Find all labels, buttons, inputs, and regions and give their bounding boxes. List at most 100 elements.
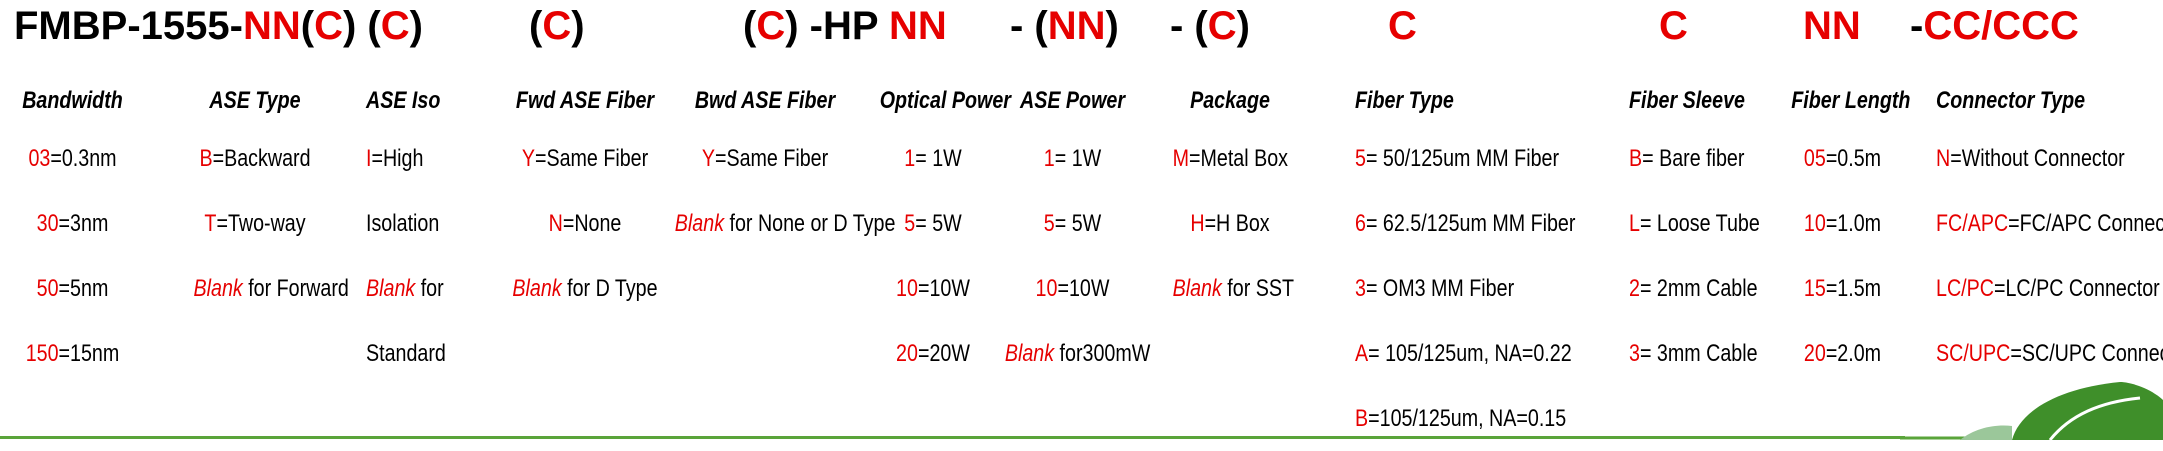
option-description: = 2mm Cable [1639,275,1758,302]
column-header: Fwd ASE Fiber [515,87,655,114]
option-item: FC/APC=FC/APC Connector [1936,191,2163,256]
option-description: = 3mm Cable [1639,340,1758,367]
leaf-logo-icon [1900,382,2163,440]
option-description: =Same Fiber [714,145,829,172]
option-code: 2 [1629,275,1640,302]
option-description: = 5W [915,210,962,237]
option-item: 1= 1W [1005,126,1140,191]
title-part: ) ( [342,4,381,48]
option-description: =10W [917,275,970,302]
title-part: - ( [1170,4,1208,48]
column-header: ASE Type [209,87,301,114]
option-item: T=Two-way [194,191,317,256]
option-code: L [1629,210,1640,237]
option-description: =FC/APC Connector [2008,210,2163,237]
option-item: 10=10W [1005,256,1140,321]
option-item: Blank for [366,256,473,321]
option-description: =0.5m [1825,145,1882,172]
option-item: Y=Same Fiber [675,126,855,191]
option-item: 150=15nm [21,321,124,386]
option-item: Blank for SST [1173,256,1294,321]
option-description: for SST [1221,275,1295,302]
option-code: 30 [36,210,59,237]
option-code: H [1190,210,1205,237]
title-part: ) -HP [785,4,889,48]
option-item: B= Bare fiber [1629,126,1760,191]
option-code: Blank [512,275,562,302]
option-description: = 105/125um, NA=0.22 [1368,340,1572,367]
option-item: 5= 5W [880,191,987,256]
option-description: Isolation [366,210,440,237]
option-description: for [415,275,444,302]
option-description: =0.3nm [50,145,117,172]
option-description: =105/125um, NA=0.15 [1368,405,1567,432]
option-code: 10 [1035,275,1058,302]
option-item: N=None [507,191,663,256]
column-header: Fiber Sleeve [1629,87,1745,114]
option-code: T [204,210,217,237]
column-header: ASE Power [1019,87,1125,114]
option-item: B=105/125um, NA=0.15 [1355,386,1568,451]
option-description: Standard [366,340,446,367]
title-group-3: (C) -HP NN [743,2,947,50]
option-code: 05 [1803,145,1826,172]
title-group-6: C [1388,2,1417,50]
option-item: 5= 5W [1005,191,1140,256]
option-description: = 62.5/125um MM Fiber [1365,210,1576,237]
option-code: Blank [674,210,725,237]
option-item: 50=5nm [21,256,124,321]
option-description: =None [562,210,622,237]
title-part: C [1388,4,1417,48]
option-code: M [1172,145,1189,172]
column-header: Connector Type [1936,87,2086,114]
title-part: C [756,4,786,48]
option-item: 1= 1W [880,126,987,191]
option-item: 20=20W [880,321,987,386]
option-code: 20 [1803,340,1826,367]
title-part: ( [743,4,757,48]
option-code: Blank [193,275,243,302]
title-part: ) [1236,4,1250,48]
option-description: = Loose Tube [1639,210,1760,237]
title-part: FMBP-1555- [14,4,243,48]
option-item: LC/PC=LC/PC Connector [1936,256,2160,321]
option-code: 10 [1803,210,1826,237]
option-description: = 50/125um MM Fiber [1365,145,1560,172]
title-part: - [1910,4,1924,48]
column-header: Bandwidth [22,87,123,114]
title-group-4: - (NN) [1010,2,1119,50]
option-description: =Without Connector [1950,145,2125,172]
column-header: Package [1190,87,1270,114]
title-group-1: FMBP-1555-NN(C) (C) [14,2,423,50]
option-description: for300mW [1054,340,1151,367]
option-item: 03=0.3nm [21,126,124,191]
option-description: = OM3 MM Fiber [1365,275,1515,302]
option-description: =SC/UPC Connector [2010,340,2163,367]
option-item: N=Without Connector [1936,126,2125,191]
option-item: Blank for D Type [507,256,663,321]
option-item: Blank for None or D Type [674,191,896,256]
option-description: for D Type [561,275,658,302]
title-part: C [1659,4,1688,48]
option-code: SC/UPC [1936,340,2011,367]
title-part: C [314,4,343,48]
option-item: L= Loose Tube [1629,191,1760,256]
option-description: =Same Fiber [534,145,649,172]
option-code: 1 [904,145,916,172]
option-item: H=H Box [1173,191,1288,256]
option-item: 10=1.0m [1791,191,1894,256]
option-item: 10=10W [880,256,987,321]
option-item: Blank for300mW [1005,321,1150,386]
option-description: = 5W [1054,210,1102,237]
